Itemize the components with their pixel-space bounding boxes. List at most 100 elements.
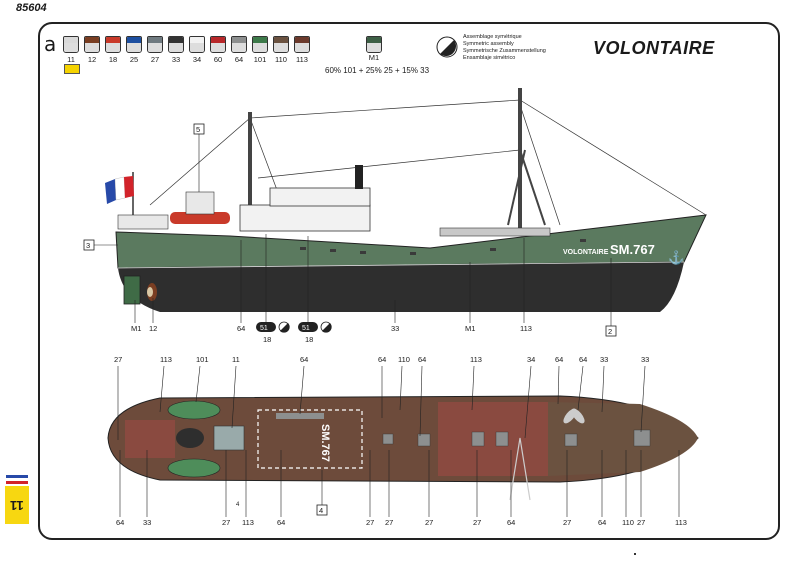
top-lower-label: 27 [425,450,433,527]
svg-text:3: 3 [86,241,90,250]
svg-text:113: 113 [675,518,687,527]
svg-text:33: 33 [641,355,649,364]
top-lower-label: 113 [242,450,254,527]
decal-51-marker-b: 51 18 [298,236,332,344]
paint-pot-icon [210,36,226,53]
propeller-fan-icon [563,408,585,424]
svg-text:18: 18 [263,335,271,344]
paint-64: 64 [230,36,248,64]
svg-text:64: 64 [579,355,587,364]
winch-drum [176,428,204,448]
hull-lower [118,262,684,312]
hull-name: VOLONTAIRE [563,249,609,256]
paint-pot-icon [252,36,268,53]
top-lower-label: 64 [277,450,285,527]
top-lower-label: 64 [116,450,124,527]
bow-deck [548,402,698,476]
svg-text:110: 110 [398,355,410,364]
paint-18: 18 [104,36,122,64]
paint-113: 113 [293,36,311,64]
svg-text:113: 113 [470,355,482,364]
svg-text:27: 27 [114,355,122,364]
svg-text:64: 64 [555,355,563,364]
svg-text:64: 64 [598,518,606,527]
paint-11: 11 [62,36,80,64]
paint-pot-icon [231,36,247,53]
top-upper-label: 64 [577,355,587,411]
side-label-113: 113 [520,324,532,333]
callout-box-2: 2 [605,258,617,337]
top-upper-label: 64 [299,355,308,415]
svg-text:113: 113 [242,518,254,527]
paint-code: 64 [234,55,244,64]
top-upper-label: 64 [555,355,563,405]
mix-paint: M1 [366,36,382,62]
callout-box-4: 4 [316,470,328,516]
svg-text:101: 101 [196,355,209,364]
stern-rail [117,214,169,230]
paint-code: 113 [296,55,308,64]
lifeboat-starboard [167,458,221,478]
svg-text:4: 4 [319,506,323,515]
paint-code: 25 [129,55,139,64]
mix-label: M1 [368,53,380,62]
paint-pot-icon [147,36,163,53]
french-flag-icon [105,172,134,216]
top-upper-label: 101 [195,355,209,403]
side-label-64: 64 [237,324,245,333]
svg-text:64: 64 [378,355,386,364]
paint-pot-icon [84,36,100,53]
paint-code: 11 [67,55,75,64]
funnel-mast [355,165,363,189]
svg-text:27: 27 [385,518,393,527]
stern-deck [125,420,175,458]
bridge-roof [257,409,363,469]
side-label-12: 12 [149,324,157,333]
top-lower-label: 64 [507,450,515,527]
paint-110: 110 [272,36,290,64]
callout-box-5: 5 [193,123,205,192]
decal-51-marker-a: 51 18 [256,234,290,344]
paint-60: 60 [209,36,227,64]
deck-marking: SM.767 [319,424,331,462]
ship-title: VOLONTAIRE [593,38,715,58]
lifeboat [170,212,230,224]
portholes [300,239,586,255]
sym-en: Symmetric assembly [463,41,514,47]
paint-27: 27 [146,36,164,64]
sym-fr: Assemblage symétrique [463,34,522,40]
paint-code: 34 [192,55,202,64]
aft-cabin [185,191,215,215]
side-label-m1-rudder: M1 [131,324,141,333]
paint-code: 110 [275,55,287,64]
top-lower-label: 27 [366,450,374,527]
top-upper-label: 64 [418,355,426,437]
mix-formula: 60% 101 + 25% 25 + 15% 33 [325,66,430,75]
paint-pot-icon [126,36,142,53]
derrick [507,149,546,226]
propeller-icon [147,283,157,301]
step-symbol: a [44,32,57,56]
svg-text:27: 27 [473,518,481,527]
paint-pot-icon [63,36,79,53]
top-upper-label: 113 [470,355,482,411]
paint-12: 12 [83,36,101,64]
svg-text:11: 11 [232,355,240,364]
derrick-boom [509,437,531,501]
svg-text:64: 64 [507,518,515,527]
svg-text:27: 27 [425,518,433,527]
paint-101: 101 [251,36,269,64]
top-lower-label: 27 [385,450,393,527]
rigging-lines [149,99,707,226]
paint-code: 12 [87,55,97,64]
hull-number: SM.767 [610,242,655,257]
paint-pot-icon [168,36,184,53]
top-lower-label: 110 [622,450,634,527]
top-lower-label: 33 [143,450,151,527]
deck-fittings [382,429,651,447]
svg-text:64: 64 [277,518,285,527]
top-upper-label: 64 [378,355,386,418]
top-upper-label: 33 [600,355,608,413]
